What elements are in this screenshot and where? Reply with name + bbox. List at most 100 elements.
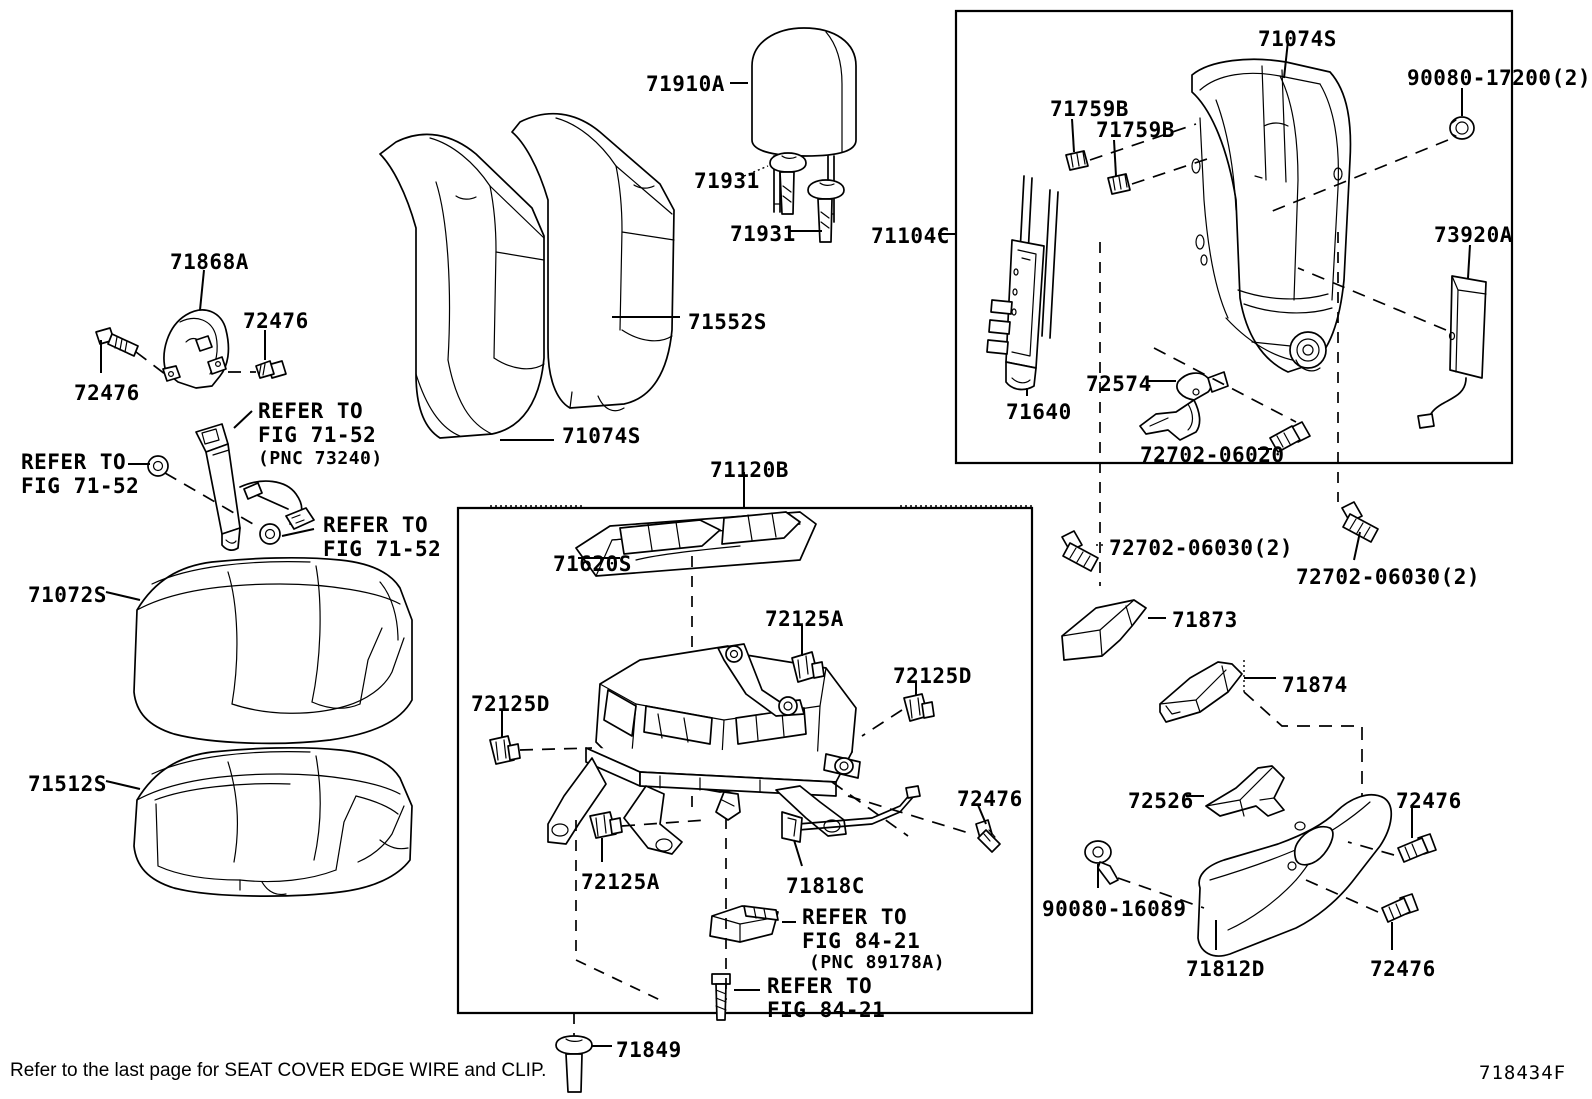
label-71620s: 71620S [553,552,632,576]
leader-73920a [1467,244,1471,279]
label-71873: 71873 [1172,608,1238,632]
part-71072s-cushion [133,556,413,745]
bolt-72476-shield-upper [1397,833,1437,863]
bolt-72476-adjuster [975,819,1001,853]
leader-dash-72125d-left [519,747,593,751]
label-refer-fig7152-b1: REFER TO [21,450,127,474]
label-71072s: 71072S [28,583,107,607]
leader-dash-71759b-2 [1131,157,1211,185]
leader-71868a [199,269,205,311]
footer-note: Refer to the last page for SEAT COVER ED… [10,1060,547,1081]
label-71759b-b: 71759B [1096,118,1175,142]
part-73920a-airbag [1417,275,1487,429]
part-71512s-cushion-pad [133,746,413,897]
label-71074s-cover: 71074S [562,424,641,448]
bolt-72702-06030-left [1061,530,1099,572]
part-71873-trim [1061,599,1147,661]
leader-dash-72476-left [135,351,166,375]
label-71759b-a: 71759B [1050,97,1129,121]
label-refer-fig7152-a2: FIG 71-52 [258,423,377,447]
leader-dash-72574-frame [1153,347,1297,423]
leader-71512s [105,780,141,790]
label-71849: 71849 [616,1038,682,1062]
part-71874-trim [1159,661,1243,723]
leader-dash-72476-shield-upper [1347,841,1395,856]
leader-dash-71759b-1 [1089,123,1197,161]
leader-dash-buckle [164,472,261,529]
part-71868a-bracket [162,309,230,389]
leader-dash-72125a-lower [621,819,707,827]
label-71931-b: 71931 [730,222,796,246]
leader-71072s [105,591,141,601]
part-90080-17200-nut [1449,116,1475,140]
bolt-72702-06020 [1269,421,1311,453]
label-71120b: 71120B [710,458,789,482]
part-71812d-shield [1197,793,1393,957]
label-72125d-right: 72125D [893,664,972,688]
label-72702-06030-b: 72702-06030(2) [1296,565,1481,589]
label-71910a: 71910A [646,72,725,96]
leader-72702-06030-right [1353,531,1361,561]
part-71759b-clip-1 [1065,150,1089,171]
label-72125a-lower: 72125A [581,870,660,894]
part-90080-16089-clip [1084,840,1119,885]
label-refer-fig8421-a1: REFER TO [802,905,908,929]
label-71868a: 71868A [170,250,249,274]
label-71818c: 71818C [786,874,865,898]
part-72526-trim [1205,765,1285,817]
label-refer-fig7152-c1: REFER TO [323,513,429,537]
bolt-72702-06030-right [1341,501,1379,543]
bolt-72476-right [255,360,287,379]
label-71074s-frame: 71074S [1258,27,1337,51]
label-pnc-73240: (PNC 73240) [258,448,383,469]
leader-referfig-lower [281,528,315,537]
part-71620s-rail [575,511,817,577]
leader-71759b-1 [1071,118,1075,153]
label-73920a: 73920A [1434,223,1513,247]
label-72476-adjuster: 72476 [957,787,1023,811]
label-refer-fig8421-b1: REFER TO [767,974,873,998]
label-71931-a: 71931 [694,169,760,193]
leader-dash-90080-16089 [1117,877,1205,909]
bolt-71931-lower [807,179,845,243]
label-refer-fig7152-c2: FIG 71-52 [323,537,442,561]
bolt-72476-shield-lower [1381,893,1419,923]
label-72702-06030-a: 72702-06030(2) [1109,536,1294,560]
part-72125a-clip-upper [791,651,825,683]
seat-track-box-outline [456,506,1034,1015]
label-refer-fig8421-b2: FIG 84-21 [767,998,886,1022]
bolt-71931-upper [769,152,807,215]
part-72125a-clip-lower [589,811,623,839]
grommet-lower [259,523,281,545]
label-72526: 72526 [1128,789,1194,813]
label-72702-06020: 72702-06020 [1140,443,1285,467]
part-seat-back-assembly [379,112,675,439]
grommet-upper [147,455,169,477]
leader-dash-73920a [1297,267,1447,331]
leader-dash-71874 [1243,691,1363,824]
leader-dash-72125d-right [861,709,903,737]
label-72125d-left: 72125D [471,692,550,716]
label-refer-fig8421-a2: FIG 84-21 [802,929,921,953]
bolt-72476-left [95,327,139,357]
leader-dash-71818c [831,781,909,837]
label-71104c: 71104C [871,224,950,248]
part-fig8421-connector [709,905,779,943]
label-72476-shield-lower: 72476 [1370,957,1436,981]
leader-referfig-buckle [233,410,253,429]
leader-dot-71931-upper [743,165,769,177]
leader-71818c [793,839,803,867]
label-72476-b: 72476 [74,381,140,405]
label-71512s: 71512S [28,772,107,796]
label-90080-17200: 90080-17200(2) [1407,66,1592,90]
leader-dash-90080-17200 [1269,139,1449,213]
label-refer-fig7152-a1: REFER TO [258,399,364,423]
label-72125a-upper: 72125A [765,607,844,631]
leader-72476-adjuster [977,804,987,825]
label-71874: 71874 [1282,673,1348,697]
label-72476-a: 72476 [243,309,309,333]
leader-71074s-frame [1283,40,1289,79]
label-72476-shield-upper: 72476 [1396,789,1462,813]
